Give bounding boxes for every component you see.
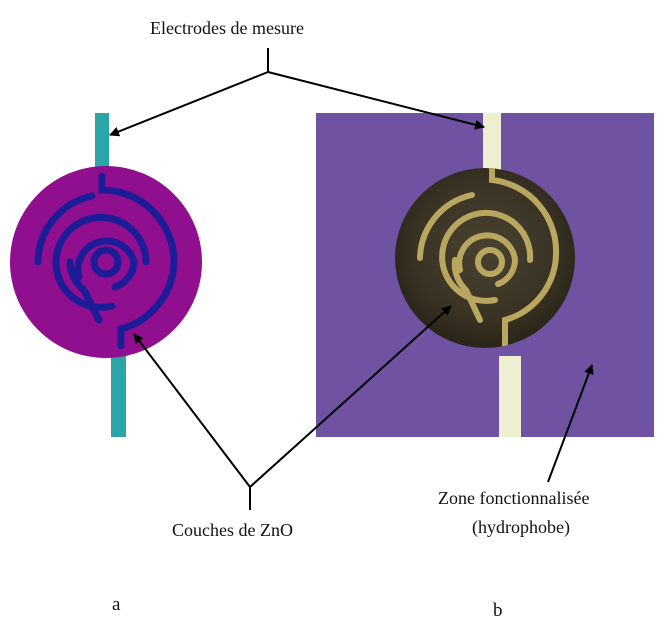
label-zone-fonctionnalisee: Zone fonctionnalisée [438, 488, 590, 508]
panel-label-b: b [493, 600, 503, 621]
label-hydrophobe: (hydrophobe) [472, 517, 570, 537]
schematic-spiral-electrodes [34, 172, 178, 350]
schematic-electrode-bottom [111, 340, 126, 437]
schematic-electrode-top [95, 113, 109, 173]
arrow-to-photo-zno [249, 305, 452, 488]
arrow-to-schematic-zno [133, 333, 251, 488]
label-electrodes-de-mesure: Electrodes de mesure [150, 18, 304, 38]
photo-electrode-top [483, 113, 501, 175]
panel-label-a: a [112, 594, 121, 615]
photo-gold-traces [417, 168, 560, 348]
arrow-to-photo-electrode [267, 71, 485, 130]
annotation-arrows [109, 48, 594, 510]
label-couches-de-zno: Couches de ZnO [172, 520, 293, 540]
panel-a-schematic [10, 113, 202, 437]
photo-electrode-bottom [499, 356, 521, 437]
panel-b-photo [316, 113, 654, 437]
arrow-to-functional-zone [547, 364, 594, 483]
arrow-to-schematic-electrode [109, 71, 269, 137]
